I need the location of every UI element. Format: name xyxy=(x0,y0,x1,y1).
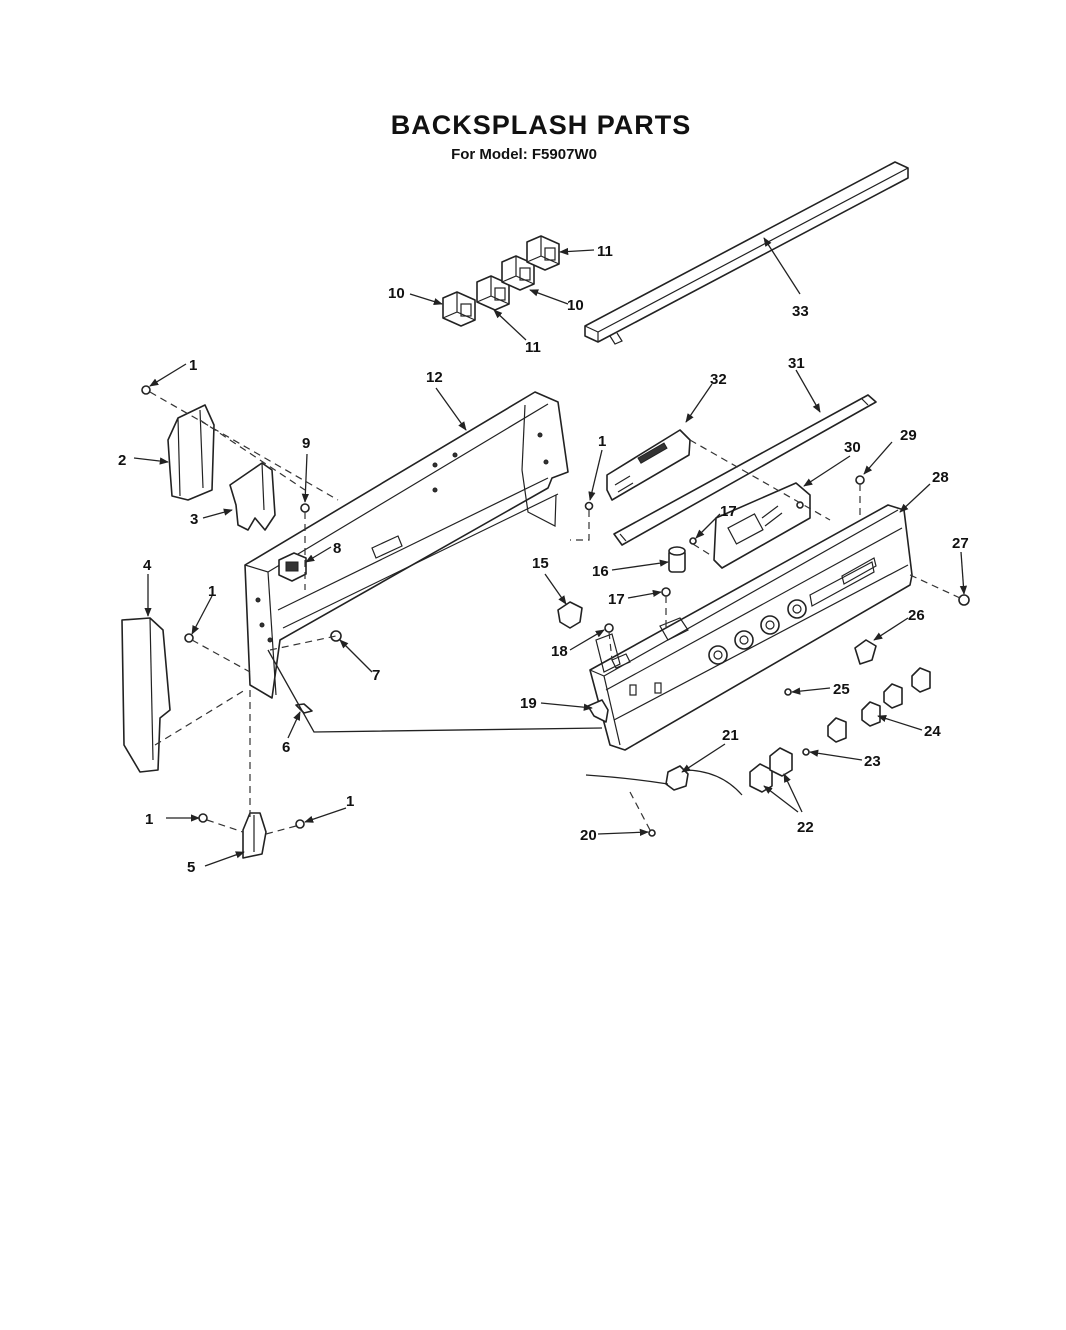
clip-part-26 xyxy=(854,639,877,665)
callout-1d: 1 xyxy=(346,793,354,810)
callout-31: 31 xyxy=(788,355,805,372)
callout-22: 22 xyxy=(797,819,814,836)
callout-labels: 1 2 3 4 5 6 7 8 9 10 10 11 11 12 1 1 1 1… xyxy=(118,243,969,876)
callout-30: 30 xyxy=(844,439,861,456)
callout-28: 28 xyxy=(932,469,949,486)
callout-10: 10 xyxy=(388,285,405,302)
callout-19: 19 xyxy=(520,695,537,712)
screws xyxy=(141,385,970,837)
backsplash-housing-part-12 xyxy=(244,391,569,699)
trim-bar-part-33 xyxy=(584,161,909,345)
callout-4: 4 xyxy=(143,557,152,574)
callout-6: 6 xyxy=(282,739,290,756)
bracket-part-3 xyxy=(229,462,276,531)
callout-21: 21 xyxy=(722,727,739,744)
knobs-part-24 xyxy=(827,667,931,743)
callout-24: 24 xyxy=(924,723,941,740)
model-subtitle: For Model: F5907W0 xyxy=(451,146,597,163)
clip-part-15 xyxy=(557,601,583,629)
diagram-title: BACKSPLASH PARTS xyxy=(390,110,692,140)
bracket-part-2 xyxy=(167,404,215,501)
callout-29: 29 xyxy=(900,427,917,444)
bracket-part-5 xyxy=(242,812,267,859)
callout-11b: 11 xyxy=(597,243,613,260)
bracket-part-19 xyxy=(587,699,609,723)
callout-33: 33 xyxy=(792,303,809,320)
callout-8: 8 xyxy=(333,540,341,557)
callout-9: 9 xyxy=(302,435,310,452)
callout-32: 32 xyxy=(710,371,727,388)
switch-blocks-part-10-11 xyxy=(442,235,560,327)
callout-17: 17 xyxy=(720,503,737,520)
callout-10b: 10 xyxy=(567,297,584,314)
control-panel-part-28 xyxy=(589,504,913,751)
callout-5: 5 xyxy=(187,859,195,876)
switch-part-8 xyxy=(278,552,307,582)
callout-17b: 17 xyxy=(608,591,625,608)
light-tube-part-31 xyxy=(613,394,877,546)
callout-7: 7 xyxy=(372,667,380,684)
callout-18: 18 xyxy=(551,643,568,660)
callout-1b: 1 xyxy=(208,583,216,600)
callout-27: 27 xyxy=(952,535,969,552)
callout-11: 11 xyxy=(525,339,541,356)
callout-leaders xyxy=(133,237,968,867)
callout-2: 2 xyxy=(118,452,126,469)
side-panel-part-4 xyxy=(121,617,171,773)
callout-1c: 1 xyxy=(145,811,153,828)
assembly-dashed-lines xyxy=(149,391,961,835)
cap-part-16 xyxy=(668,546,686,573)
callout-20: 20 xyxy=(580,827,597,844)
callout-16: 16 xyxy=(592,563,609,580)
callout-1: 1 xyxy=(189,357,197,374)
callout-3: 3 xyxy=(190,511,198,528)
callout-15: 15 xyxy=(532,555,549,572)
knobs-part-22 xyxy=(749,747,793,793)
callout-23: 23 xyxy=(864,753,881,770)
label-panel-part-32 xyxy=(606,429,691,501)
timer-panel-part-30 xyxy=(713,482,811,569)
callout-26: 26 xyxy=(908,607,925,624)
cord-clamp-part-21 xyxy=(585,765,743,796)
callout-12: 12 xyxy=(426,369,443,386)
callout-1e: 1 xyxy=(598,433,606,450)
callout-25: 25 xyxy=(833,681,850,698)
